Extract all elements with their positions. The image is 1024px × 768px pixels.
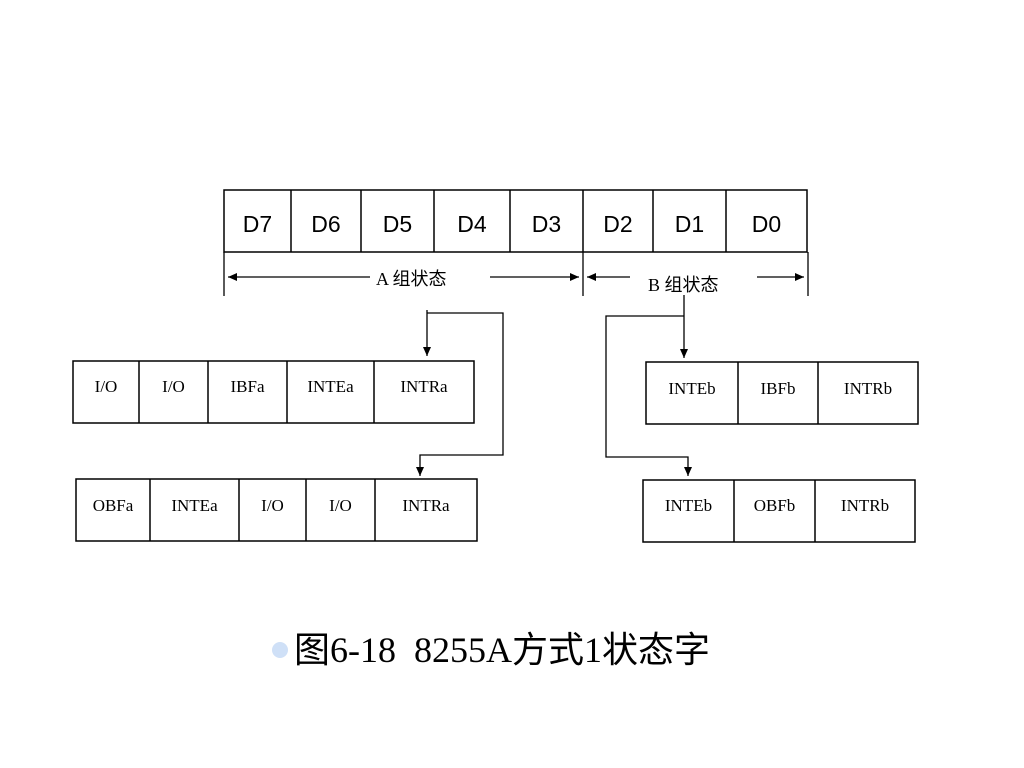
register-cell-label: INTEb: [665, 496, 712, 515]
arrow-b-to-output-row: [605, 315, 692, 476]
arrow-a-to-output-row: [416, 312, 504, 476]
group-a-output-status-row: OBFa INTEa I/O I/O INTRa: [75, 478, 478, 542]
register-cell-label: INTRb: [844, 379, 892, 398]
register-cell-label: D6: [311, 211, 340, 237]
figure-caption: 图6-18 8255A方式1状态字: [272, 622, 710, 672]
register-cell-label: I/O: [95, 377, 118, 396]
group-b-output-status-row: INTEb OBFb INTRb: [642, 479, 916, 543]
register-cell-label: I/O: [329, 496, 352, 515]
connector-arrows: [416, 295, 692, 476]
bullet-icon: [272, 642, 288, 658]
register-outline: [223, 189, 808, 253]
data-bit-register: D7 D6 D5 D4 D3 D2 D1 D0: [223, 189, 808, 253]
register-cell-label: D7: [243, 211, 272, 237]
register-cell-label: D2: [603, 211, 632, 237]
group-a-extent: A 组状态: [223, 252, 579, 296]
register-cell-label: IBFb: [761, 379, 796, 398]
register-cell-label: D0: [752, 211, 781, 237]
register-cell-label: INTEa: [307, 377, 354, 396]
register-outline: [75, 478, 478, 542]
register-cell-label: INTEa: [171, 496, 218, 515]
register-cell-label: INTEb: [668, 379, 715, 398]
register-cell-label: I/O: [162, 377, 185, 396]
register-cell-label: OBFb: [754, 496, 796, 515]
group-a-label: A 组状态: [376, 269, 447, 289]
register-cell-label: INTRb: [841, 496, 889, 515]
register-outline: [72, 360, 475, 424]
register-outline: [645, 361, 919, 425]
register-outline: [642, 479, 916, 543]
register-cell-label: D3: [532, 211, 561, 237]
group-b-extent: B 组状态: [582, 252, 809, 296]
register-cell-label: D4: [457, 211, 487, 237]
group-a-input-status-row: I/O I/O IBFa INTEa INTRa: [72, 360, 475, 424]
register-cell-label: D1: [675, 211, 704, 237]
caption-text: 图6-18 8255A方式1状态字: [294, 630, 710, 670]
register-cell-label: INTRa: [400, 377, 448, 396]
register-cell-label: D5: [383, 211, 412, 237]
register-cell-label: INTRa: [402, 496, 450, 515]
group-b-input-status-row: INTEb IBFb INTRb: [645, 361, 919, 425]
register-cell-label: OBFa: [93, 496, 134, 515]
register-cell-label: IBFa: [231, 377, 265, 396]
register-cell-label: I/O: [261, 496, 284, 515]
group-b-label: B 组状态: [648, 275, 719, 295]
